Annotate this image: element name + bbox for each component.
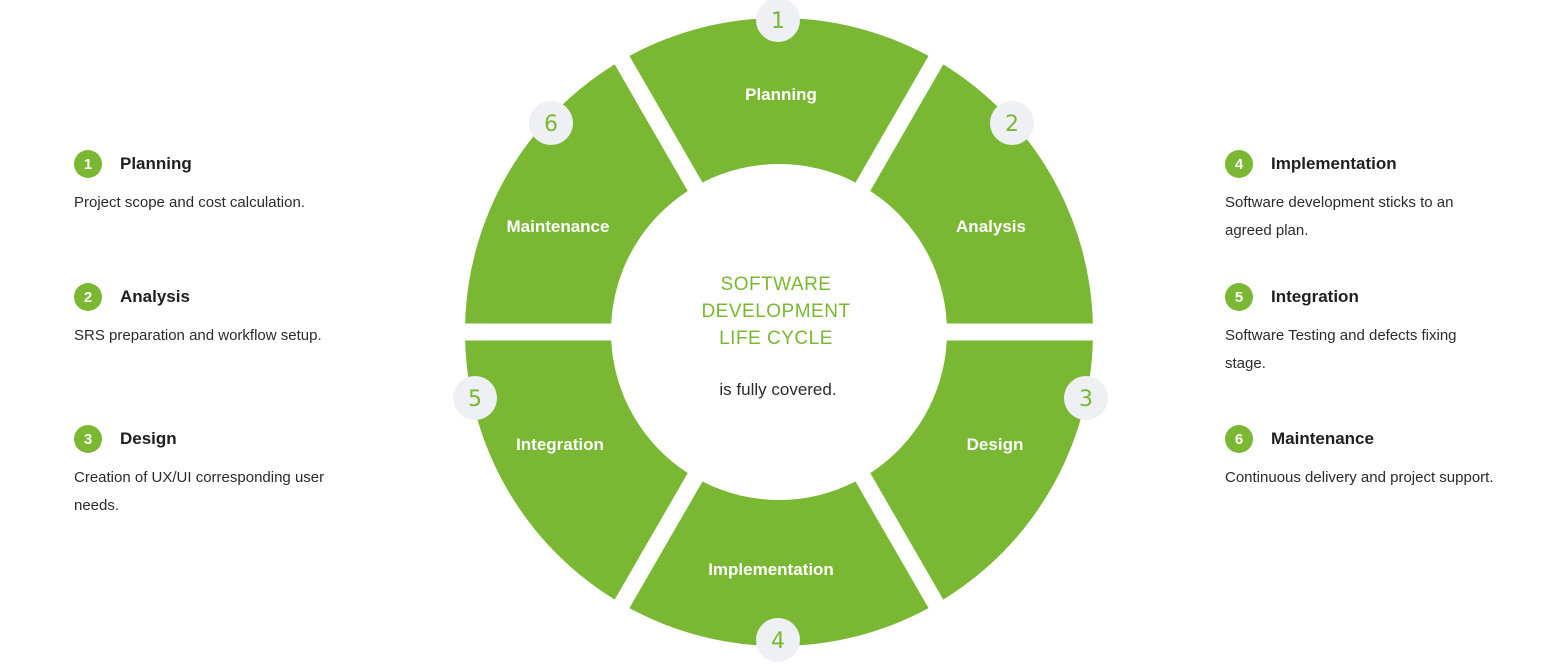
- step-description: Creation of UX/UI corresponding user nee…: [74, 469, 325, 514]
- center-subtitle: is fully covered.: [719, 380, 836, 399]
- step-description: SRS preparation and workflow setup.: [74, 327, 322, 344]
- cycle-segment-label: Planning: [745, 85, 817, 104]
- cycle-segment-label: Maintenance: [507, 217, 610, 236]
- cycle-number-badge: 6: [529, 101, 573, 145]
- cycle-number-badge: 3: [1064, 376, 1108, 420]
- step-title: Planning: [120, 154, 192, 173]
- cycle-number-badge: 4: [756, 618, 800, 662]
- cycle-segment-maintenance: [465, 64, 688, 324]
- center-title-line: LIFE CYCLE: [719, 328, 833, 349]
- step-title: Maintenance: [1271, 429, 1374, 448]
- cycle-number: 6: [544, 112, 558, 137]
- step-description: Software Testing and defects fixing stag…: [1225, 327, 1457, 372]
- cycle-segment-analysis: [870, 64, 1093, 324]
- step-number-badge: 4: [1225, 150, 1253, 178]
- center-title-line: DEVELOPMENT: [701, 301, 850, 322]
- step-implementation: 4 Implementation Software development st…: [1225, 150, 1495, 245]
- cycle-segment-label: Implementation: [708, 560, 834, 579]
- cycle-number-badge: 2: [990, 101, 1034, 145]
- cycle-segment-label: Integration: [516, 435, 604, 454]
- step-title: Implementation: [1271, 154, 1397, 173]
- step-title: Design: [120, 429, 177, 448]
- step-design: 3 Design Creation of UX/UI corresponding…: [74, 425, 359, 520]
- step-number-badge: 5: [1225, 283, 1253, 311]
- step-analysis: 2 Analysis SRS preparation and workflow …: [74, 283, 374, 350]
- center-text: SOFTWARE DEVELOPMENT LIFE CYCLE is fully…: [701, 274, 850, 399]
- step-description: Software development sticks to an agreed…: [1225, 194, 1454, 239]
- step-title: Analysis: [120, 287, 190, 306]
- cycle-number: 4: [771, 629, 785, 654]
- center-title-line: SOFTWARE: [721, 274, 832, 295]
- step-number-badge: 6: [1225, 425, 1253, 453]
- cycle-number-badge: 5: [453, 376, 497, 420]
- cycle-number-badge: 1: [756, 0, 800, 42]
- cycle-segment-implementation: [629, 481, 929, 646]
- cycle-segment-design: [870, 340, 1093, 600]
- step-number-badge: 3: [74, 425, 102, 453]
- step-maintenance: 6 Maintenance Continuous delivery and pr…: [1225, 425, 1495, 492]
- step-description: Project scope and cost calculation.: [74, 194, 305, 211]
- cycle-number: 1: [771, 9, 785, 34]
- cycle-number: 3: [1079, 387, 1093, 412]
- cycle-number: 5: [468, 387, 482, 412]
- step-planning: 1 Planning Project scope and cost calcul…: [74, 150, 374, 217]
- cycle-segment-label: Analysis: [956, 217, 1026, 236]
- step-description: Continuous delivery and project support.: [1225, 469, 1494, 486]
- cycle-segment-label: Design: [967, 435, 1024, 454]
- step-number-badge: 2: [74, 283, 102, 311]
- cycle-number: 2: [1005, 112, 1019, 137]
- step-title: Integration: [1271, 287, 1359, 306]
- step-integration: 5 Integration Software Testing and defec…: [1225, 283, 1495, 378]
- cycle-segment-planning: [629, 18, 929, 183]
- step-number-badge: 1: [74, 150, 102, 178]
- cycle-segment-integration: [465, 340, 688, 600]
